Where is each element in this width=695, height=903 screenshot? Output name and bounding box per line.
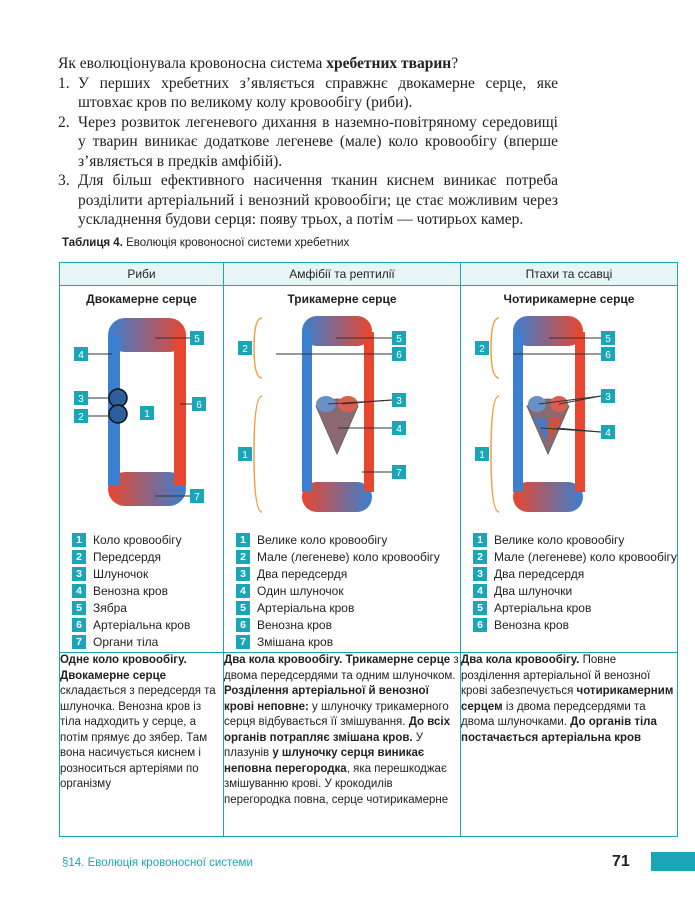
fish-description: Одне коло кровообігу.Двокамерне серце ск… [59,652,224,837]
svg-text:3: 3 [605,392,611,403]
birds-diagram-cell: Чотирикамерне серце [460,285,678,653]
heart-ventricle [108,404,128,424]
svg-text:4: 4 [396,424,402,435]
page-number: 71 [612,853,630,870]
callout-badges: 5 6 3 4 2 1 [475,331,615,461]
heart-atrium-right [528,396,546,412]
heart-atrium-right [316,396,336,412]
table-caption: Таблиця 4. Еволюція кровоносної системи … [62,237,350,249]
lung-capillaries [513,316,583,346]
column-header-birds: Птахи та ссавці [460,262,678,286]
svg-text:7: 7 [194,492,200,503]
svg-text:5: 5 [605,334,611,345]
heart-ventricle-left [549,418,563,442]
bracket-small-circle [490,317,500,379]
svg-text:3: 3 [78,394,84,405]
svg-text:5: 5 [194,334,200,345]
venous-vessel [513,332,523,492]
birds-description: Два кола кровообігу. Повне розділення ар… [460,652,678,837]
callout-line [540,427,602,433]
diagram-title: Чотирикамерне серце [503,292,635,306]
amphibians-diagram-cell: Трикамерне серце [223,285,461,653]
heart-ventricle-right [533,418,547,442]
two-chamber-heart-diagram: 4 3 2 1 5 6 7 [74,318,206,506]
intro-item: 2.Через розвиток легеневого дихання в на… [58,113,558,170]
svg-text:3: 3 [396,396,402,407]
gills-capillaries [108,318,186,352]
venous-vessel [302,332,312,492]
diagram-title: Трикамерне серце [287,292,397,306]
svg-text:2: 2 [479,344,485,355]
arterial-vessel [575,332,585,492]
svg-text:6: 6 [196,400,202,411]
fish-diagram-cell: Двокамерне серце 4 3 [59,285,224,653]
evolution-table: Риби Амфібії та рептилії Птахи та ссавці… [59,262,678,837]
intro-question: Як еволюціонувала кровоносна система хре… [58,55,459,72]
svg-text:7: 7 [396,468,402,479]
svg-text:4: 4 [78,350,84,361]
callout-line [327,399,393,405]
intro-list: 1.У перших хребетних з’являється справжн… [58,74,558,230]
bracket-large-circle [490,395,500,513]
intro-item: 3.Для більш ефективного насичення тканин… [58,172,558,228]
intro-text: Як еволюціонувала кровоносна система хре… [58,54,558,230]
callout-badges: 5 6 3 4 7 2 1 [238,331,406,479]
lung-capillaries [302,316,372,346]
four-chamber-heart-diagram: 5 6 3 4 2 1 [475,316,615,513]
callout-line [538,395,602,405]
svg-text:1: 1 [479,450,485,461]
amphibians-description: Два кола кровообігу. Трикамерне серце з … [223,652,461,837]
svg-text:6: 6 [396,350,402,361]
organs-capillaries [108,472,186,506]
body-capillaries [302,482,372,512]
footer-section: §14. Еволюція кровоносної системи [62,857,253,869]
bracket-small-circle [253,317,263,379]
svg-text:1: 1 [242,450,248,461]
svg-text:2: 2 [78,412,84,423]
svg-text:6: 6 [605,350,611,361]
diagram-title: Двокамерне серце [86,292,197,306]
page-marker-bar [651,852,695,871]
callout-badges: 4 3 2 1 5 6 7 [74,331,206,503]
arterial-vessel [364,332,374,492]
svg-text:4: 4 [605,428,611,439]
bracket-large-circle [253,395,263,513]
svg-text:2: 2 [242,344,248,355]
arterial-vessel [174,336,186,486]
body-capillaries [513,482,583,512]
svg-text:1: 1 [144,409,150,420]
column-header-fish: Риби [59,262,224,286]
svg-text:5: 5 [396,334,402,345]
three-chamber-heart-diagram: 5 6 3 4 7 2 1 [238,316,406,513]
column-header-amphibians: Амфібії та рептилії [223,262,461,286]
intro-item: 1.У перших хребетних з’являється справжн… [58,74,558,112]
